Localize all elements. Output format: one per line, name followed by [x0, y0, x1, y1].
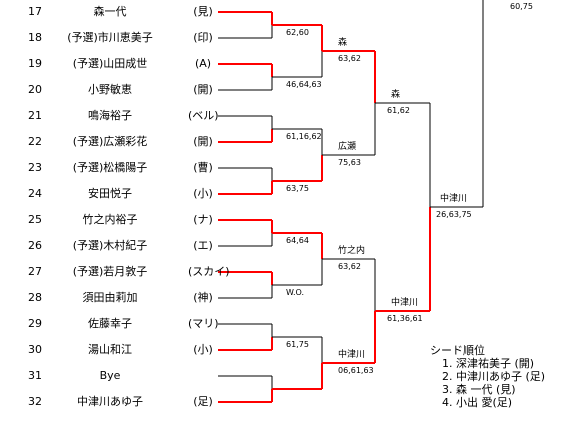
seed-title: シード順位 — [430, 344, 485, 357]
match-score: 62,60 — [286, 28, 309, 37]
seed-item: 1. 深津祐美子 (開) — [442, 357, 535, 370]
draw-number: 32 — [28, 395, 42, 408]
match-score: 75,63 — [338, 158, 361, 167]
draw-number: 23 — [28, 161, 42, 174]
draw-number: 24 — [28, 187, 42, 200]
club-label: (エ) — [193, 239, 213, 252]
player-name: 須田由莉加 — [82, 291, 138, 304]
club-label: (小) — [193, 343, 213, 356]
draw-number: 30 — [28, 343, 42, 356]
player-name: 中津川あゆ子 — [77, 395, 143, 408]
player-name: (予選)広瀬彩花 — [72, 135, 148, 148]
match-winner: 中津川 — [391, 298, 419, 308]
draw-number: 27 — [28, 265, 42, 278]
seed-item: 2. 中津川あゆ子 (足) — [442, 370, 546, 383]
match-score: 46,64,63 — [286, 80, 322, 89]
club-label: (小) — [193, 187, 213, 200]
player-name: 佐藤幸子 — [88, 317, 132, 330]
match-score: 63,75 — [286, 184, 309, 193]
match-score: 64,64 — [286, 236, 309, 245]
draw-number: 26 — [28, 239, 42, 252]
match-score: W.O. — [286, 288, 305, 297]
club-label: (印) — [193, 31, 213, 44]
club-label: (マリ) — [188, 317, 219, 330]
player-name: (予選)木村紀子 — [72, 239, 148, 252]
player-name: 竹之内裕子 — [82, 213, 138, 226]
match-score: 61,36,61 — [387, 314, 423, 323]
draw-number: 29 — [28, 317, 42, 330]
match-winner: 中津川 — [338, 350, 366, 360]
player-name: (予選)若月敦子 — [72, 265, 148, 278]
player-name: 湯山和江 — [88, 343, 132, 356]
final-score: 60,75 — [510, 2, 533, 11]
club-label: (見) — [193, 5, 213, 18]
match-winner: 森 — [338, 38, 348, 48]
player-name: 森一代 — [93, 5, 127, 18]
draw-number: 21 — [28, 109, 42, 122]
player-name: (予選)市川恵美子 — [67, 31, 153, 44]
match-winner: 広瀬 — [338, 142, 357, 152]
club-label: (ベル) — [188, 109, 219, 122]
draw-number: 25 — [28, 213, 42, 226]
draw-number: 19 — [28, 57, 42, 70]
club-label: (開) — [193, 83, 213, 96]
match-score: 61,16,62 — [286, 132, 322, 141]
draw-number: 17 — [28, 5, 42, 18]
player-name: 小野敏恵 — [88, 83, 132, 96]
match-score: 63,62 — [338, 262, 361, 271]
match-score: 26,63,75 — [436, 210, 472, 219]
club-label: (A) — [194, 57, 212, 70]
match-winner: 森 — [391, 90, 401, 100]
player-name: Bye — [99, 369, 121, 382]
club-label: (曹) — [193, 161, 213, 174]
seed-item: 3. 森 一代 (見) — [442, 383, 516, 396]
club-label: (神) — [193, 291, 213, 304]
club-label: (足) — [193, 395, 213, 408]
player-name: 安田悦子 — [88, 187, 132, 200]
draw-number: 28 — [28, 291, 42, 304]
club-label: (スカイ) — [188, 265, 230, 278]
player-name: (予選)松橋陽子 — [72, 161, 148, 174]
match-score: 61,75 — [286, 340, 309, 349]
match-score: 06,61,63 — [338, 366, 374, 375]
draw-number: 31 — [28, 369, 42, 382]
draw-number: 22 — [28, 135, 42, 148]
match-winner: 竹之内 — [338, 246, 366, 256]
club-label: (開) — [193, 135, 213, 148]
draw-number: 20 — [28, 83, 42, 96]
player-name: (予選)山田成世 — [72, 57, 148, 70]
match-winner: 中津川 — [440, 194, 468, 204]
seed-list: シード順位 1. 深津祐美子 (開) 2. 中津川あゆ子 (足) 3. 森 一代… — [430, 344, 575, 409]
match-score: 61,62 — [387, 106, 410, 115]
player-name: 鳴海裕子 — [88, 109, 132, 122]
draw-number: 18 — [28, 31, 42, 44]
seed-item: 4. 小出 愛(足) — [442, 396, 513, 409]
match-score: 63,62 — [338, 54, 361, 63]
club-label: (ナ) — [193, 213, 213, 226]
